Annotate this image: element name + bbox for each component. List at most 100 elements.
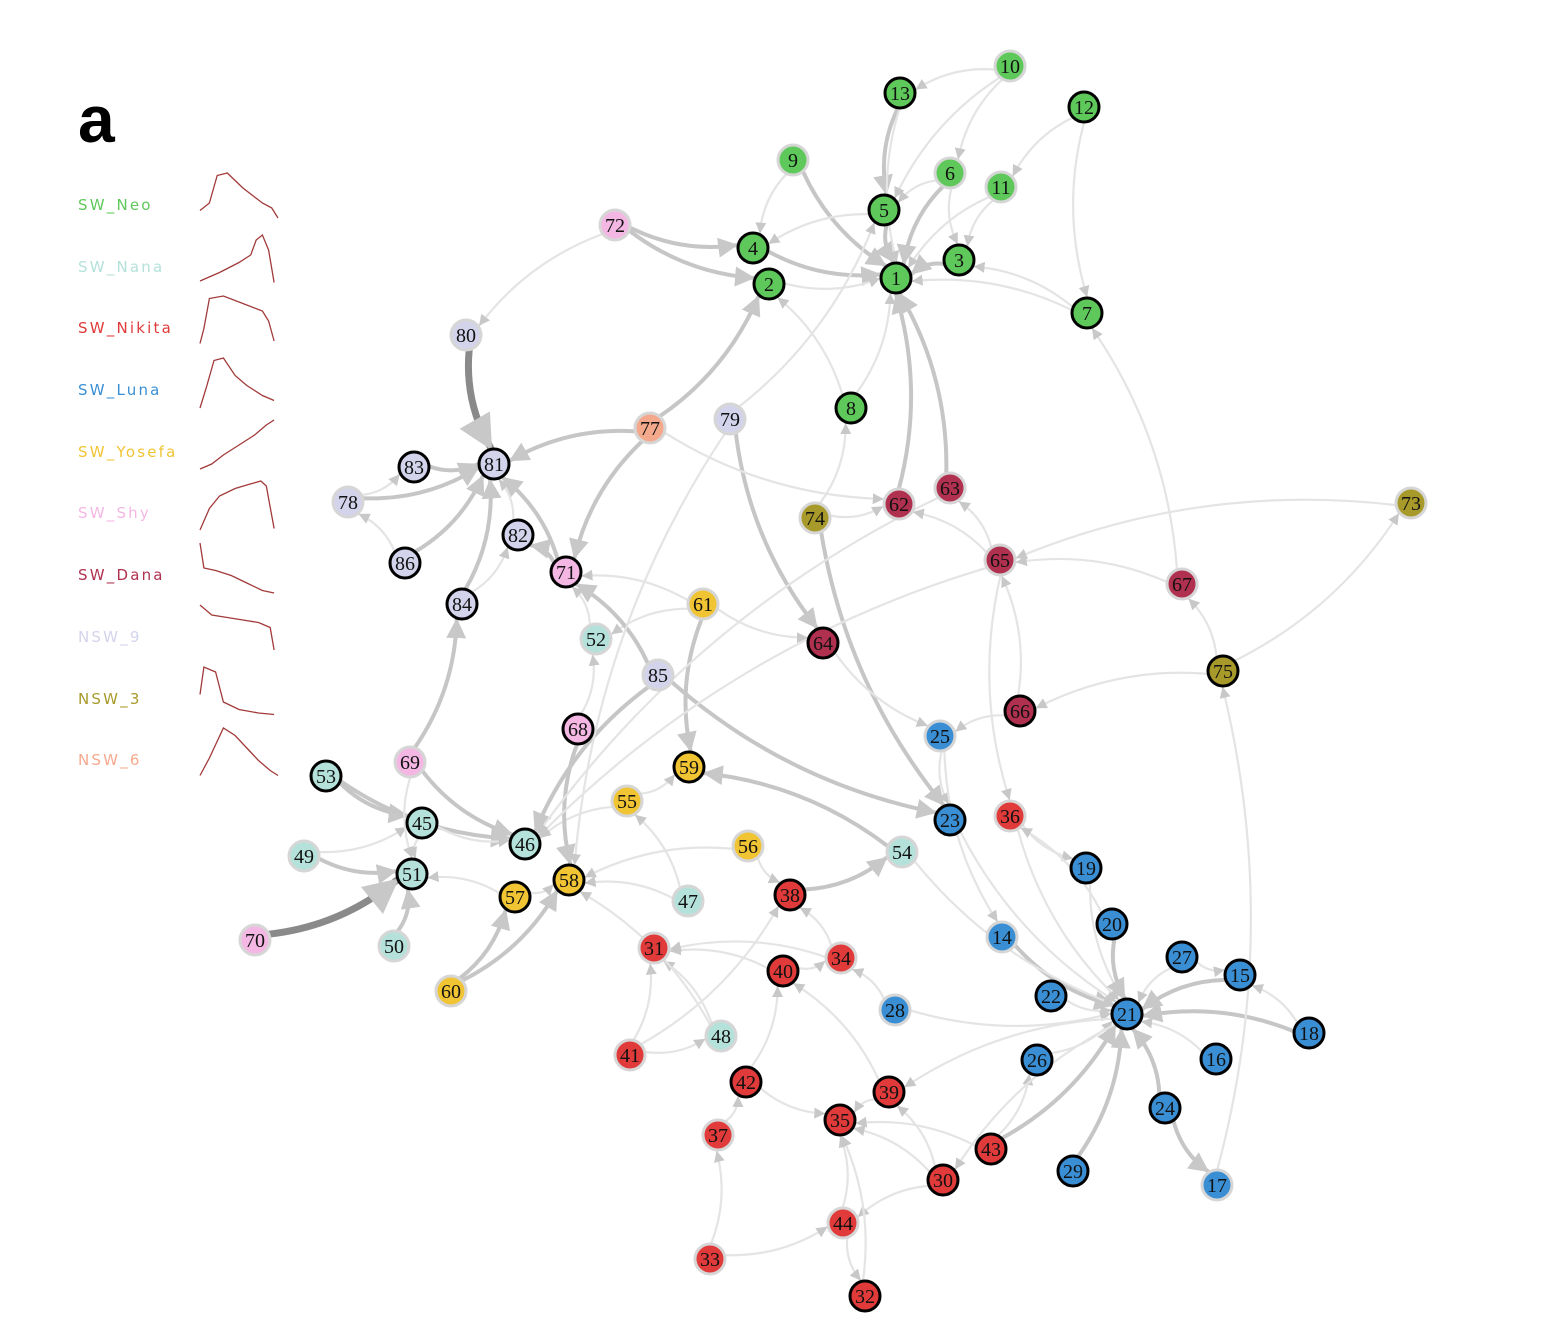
node-64[interactable]: 64 <box>806 626 840 660</box>
node-54[interactable]: 54 <box>885 835 919 869</box>
node-68[interactable]: 68 <box>561 712 595 746</box>
node-circle <box>983 543 1017 577</box>
node-51[interactable]: 51 <box>395 857 429 891</box>
node-66[interactable]: 66 <box>1003 694 1037 728</box>
node-56[interactable]: 56 <box>731 829 765 863</box>
node-73[interactable]: 73 <box>1394 486 1428 520</box>
node-60[interactable]: 60 <box>434 974 468 1008</box>
node-9[interactable]: 9 <box>776 143 810 177</box>
edge-7-3 <box>973 261 1075 309</box>
node-34[interactable]: 34 <box>824 941 858 975</box>
node-39[interactable]: 39 <box>872 1075 906 1109</box>
node-24[interactable]: 24 <box>1148 1091 1182 1125</box>
node-37[interactable]: 37 <box>701 1118 735 1152</box>
node-58[interactable]: 58 <box>552 863 586 897</box>
node-38[interactable]: 38 <box>773 878 807 912</box>
node-17[interactable]: 17 <box>1200 1168 1234 1202</box>
node-78[interactable]: 78 <box>331 485 365 519</box>
node-19[interactable]: 19 <box>1069 851 1103 885</box>
node-1[interactable]: 1 <box>879 261 913 295</box>
node-7[interactable]: 7 <box>1070 296 1104 330</box>
node-20[interactable]: 20 <box>1095 907 1129 941</box>
node-5[interactable]: 5 <box>867 193 901 227</box>
node-13[interactable]: 13 <box>883 76 917 110</box>
node-circle <box>508 827 542 861</box>
node-36[interactable]: 36 <box>993 799 1027 833</box>
node-43[interactable]: 43 <box>974 1132 1008 1166</box>
node-23[interactable]: 23 <box>933 803 967 837</box>
node-83[interactable]: 83 <box>397 450 431 484</box>
node-45[interactable]: 45 <box>405 806 439 840</box>
node-label: 65 <box>990 550 1010 572</box>
node-65[interactable]: 65 <box>983 543 1017 577</box>
node-11[interactable]: 11 <box>984 170 1018 204</box>
node-77[interactable]: 77 <box>633 411 667 445</box>
legend-sparkline <box>199 480 275 531</box>
node-59[interactable]: 59 <box>672 750 706 784</box>
node-63[interactable]: 63 <box>933 471 967 505</box>
node-84[interactable]: 84 <box>445 587 479 621</box>
node-33[interactable]: 33 <box>693 1242 727 1276</box>
node-55[interactable]: 55 <box>610 784 644 818</box>
node-30[interactable]: 30 <box>926 1163 960 1197</box>
node-2[interactable]: 2 <box>752 267 786 301</box>
node-22[interactable]: 22 <box>1034 979 1068 1013</box>
node-21[interactable]: 21 <box>1110 997 1144 1031</box>
node-86[interactable]: 86 <box>388 546 422 580</box>
node-50[interactable]: 50 <box>377 929 411 963</box>
node-label: 39 <box>879 1082 899 1104</box>
node-71[interactable]: 71 <box>549 555 583 589</box>
node-26[interactable]: 26 <box>1020 1043 1054 1077</box>
node-49[interactable]: 49 <box>287 839 321 873</box>
node-52[interactable]: 52 <box>579 622 613 656</box>
node-74[interactable]: 74 <box>798 501 832 535</box>
node-10[interactable]: 10 <box>993 49 1027 83</box>
node-35[interactable]: 35 <box>823 1103 857 1137</box>
node-3[interactable]: 3 <box>942 243 976 277</box>
node-79[interactable]: 79 <box>713 402 747 436</box>
node-label: 19 <box>1076 858 1096 880</box>
node-27[interactable]: 27 <box>1165 940 1199 974</box>
node-85[interactable]: 85 <box>641 658 675 692</box>
node-57[interactable]: 57 <box>498 880 532 914</box>
node-circle <box>872 1075 906 1109</box>
node-69[interactable]: 69 <box>393 745 427 779</box>
node-32[interactable]: 32 <box>848 1279 882 1313</box>
edge-6-3 <box>947 186 959 245</box>
node-8[interactable]: 8 <box>834 391 868 425</box>
node-label: 18 <box>1299 1023 1319 1045</box>
node-4[interactable]: 4 <box>736 231 770 265</box>
node-31[interactable]: 31 <box>637 931 671 965</box>
node-18[interactable]: 18 <box>1292 1016 1326 1050</box>
node-47[interactable]: 47 <box>671 884 705 918</box>
node-29[interactable]: 29 <box>1056 1154 1090 1188</box>
node-82[interactable]: 82 <box>501 518 535 552</box>
node-label: 29 <box>1063 1161 1083 1183</box>
node-42[interactable]: 42 <box>729 1065 763 1099</box>
node-14[interactable]: 14 <box>985 920 1019 954</box>
node-70[interactable]: 70 <box>238 923 272 957</box>
node-12[interactable]: 12 <box>1067 90 1101 124</box>
legend-sparkline <box>199 665 275 715</box>
node-75[interactable]: 75 <box>1206 654 1240 688</box>
node-61[interactable]: 61 <box>686 587 720 621</box>
node-44[interactable]: 44 <box>826 1206 860 1240</box>
node-label: 37 <box>708 1125 728 1147</box>
node-15[interactable]: 15 <box>1223 958 1257 992</box>
node-46[interactable]: 46 <box>508 827 542 861</box>
node-16[interactable]: 16 <box>1199 1042 1233 1076</box>
node-80[interactable]: 80 <box>449 318 483 352</box>
node-6[interactable]: 6 <box>933 156 967 190</box>
node-72[interactable]: 72 <box>598 208 632 242</box>
node-label: 67 <box>1172 574 1192 596</box>
node-67[interactable]: 67 <box>1165 567 1199 601</box>
node-48[interactable]: 48 <box>704 1019 738 1053</box>
node-53[interactable]: 53 <box>309 759 343 793</box>
node-81[interactable]: 81 <box>477 447 511 481</box>
node-62[interactable]: 62 <box>882 487 916 521</box>
edge-2-1 <box>782 277 881 290</box>
node-40[interactable]: 40 <box>766 954 800 988</box>
node-25[interactable]: 25 <box>923 719 957 753</box>
node-28[interactable]: 28 <box>878 993 912 1027</box>
node-41[interactable]: 41 <box>613 1038 647 1072</box>
